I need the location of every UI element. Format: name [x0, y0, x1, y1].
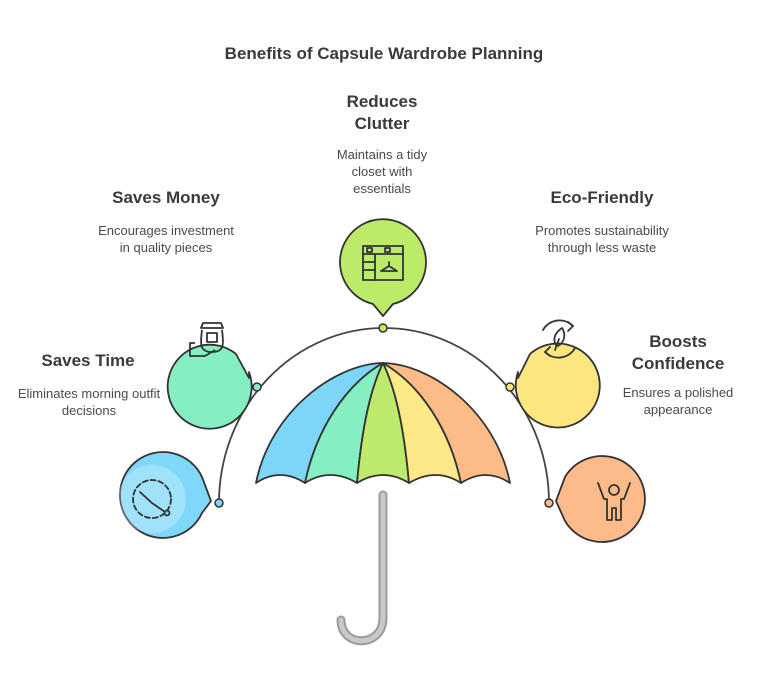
closet-icon	[362, 245, 404, 281]
money-jar-icon	[189, 322, 224, 357]
heading-saves-money: Saves Money	[112, 188, 220, 207]
heading-reduces-clutter: Reduces Clutter	[346, 92, 418, 133]
connector-dot-reduces-clutter	[378, 323, 388, 333]
bubble-boosts-confidence	[555, 455, 646, 543]
desc-saves-money: Encourages investment in quality pieces	[98, 223, 234, 255]
umbrella-handle-highlight	[338, 492, 386, 644]
desc-boosts-confidence: Ensures a polished appearance	[622, 385, 734, 417]
heading-eco-friendly: Eco-Friendly	[550, 188, 654, 207]
bubble-saves-money	[166, 322, 253, 430]
canopy-panel-5	[382, 362, 511, 484]
heading-saves-time: Saves Time	[41, 351, 135, 370]
bubble-eco-friendly	[514, 319, 601, 429]
clock-icon	[132, 479, 172, 519]
heading-boosts-confidence: Boosts Confidence	[631, 332, 725, 373]
connector-dot-saves-money	[252, 382, 262, 392]
desc-eco-friendly: Promotes sustainability through less was…	[535, 223, 669, 255]
connector-dot-eco-friendly	[505, 382, 515, 392]
connector-dot-saves-time	[214, 498, 224, 508]
bubble-reduces-clutter	[339, 218, 427, 317]
bubble-saves-time	[118, 451, 212, 539]
confident-person-icon	[597, 482, 631, 521]
page-title: Benefits of Capsule Wardrobe Planning	[224, 44, 544, 63]
desc-saves-time: Eliminates morning outfit decisions	[17, 386, 161, 418]
desc-reduces-clutter: Maintains a tidy closet with essentials	[336, 147, 428, 196]
umbrella-handle	[336, 490, 388, 646]
connector-dot-boosts-confidence	[544, 498, 554, 508]
recycle-leaf-icon	[542, 319, 576, 359]
